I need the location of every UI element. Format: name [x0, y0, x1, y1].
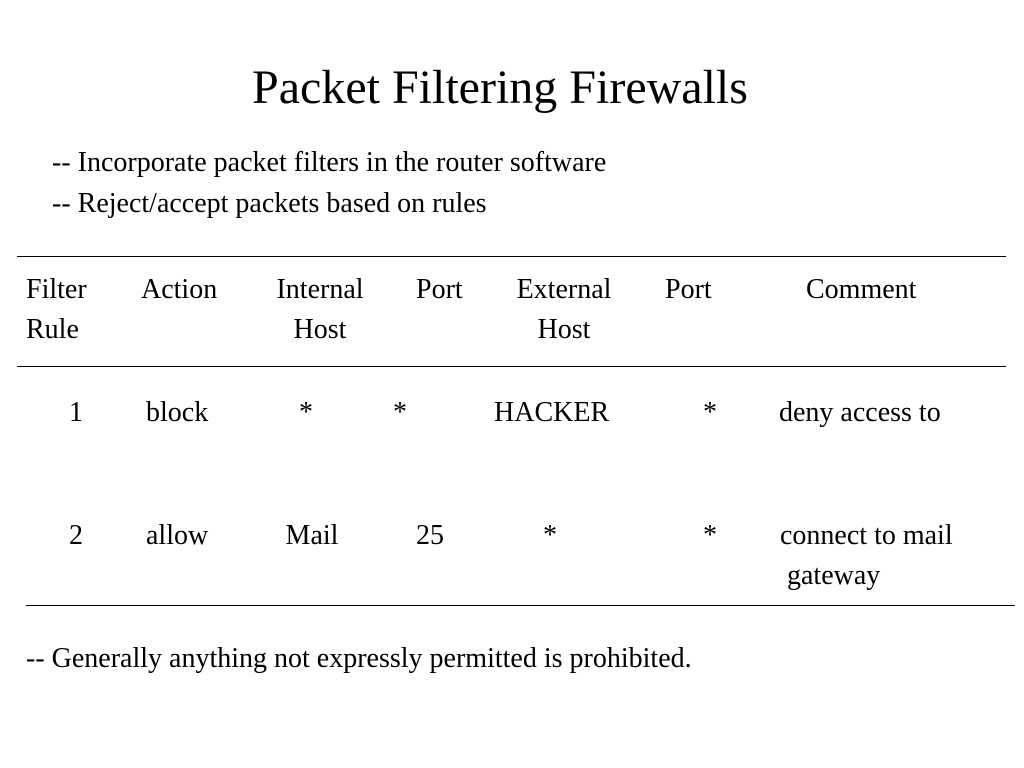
- header-filter-rule-line2: Rule: [26, 314, 79, 345]
- row-internal-port: 25: [416, 520, 444, 551]
- row-external-port: *: [703, 520, 717, 551]
- header-external-host-line2: Host: [537, 314, 591, 345]
- row-internal-host: *: [299, 397, 313, 428]
- row-action: block: [146, 397, 209, 428]
- row-external-host: *: [543, 520, 557, 551]
- header-internal-host: Internal Host: [262, 270, 378, 350]
- table-top-border: [17, 256, 1006, 257]
- bullet-item: -- Incorporate packet filters in the rou…: [52, 147, 607, 178]
- bullet-item: -- Reject/accept packets based on rules: [52, 188, 487, 219]
- header-external-port: Port: [665, 274, 712, 305]
- bullet-list: -- Incorporate packet filters in the rou…: [52, 142, 606, 224]
- header-internal-host-line1: Internal: [276, 274, 364, 305]
- row-rule-number: 2: [69, 520, 83, 551]
- row-comment-line1: deny access to: [779, 397, 941, 428]
- header-filter-rule: Filter Rule: [26, 270, 87, 350]
- header-external-host: External Host: [500, 270, 628, 350]
- row-comment: connect to mail gateway: [780, 516, 953, 596]
- header-filter-rule-line1: Filter: [26, 274, 87, 305]
- row-action: allow: [146, 520, 209, 551]
- table-header-border: [17, 366, 1006, 367]
- header-internal-host-line2: Host: [293, 314, 347, 345]
- row-external-port: *: [703, 397, 717, 428]
- header-internal-port: Port: [416, 274, 463, 305]
- header-external-host-line1: External: [516, 274, 612, 305]
- header-action: Action: [141, 274, 218, 305]
- row-comment-line2: gateway: [787, 560, 881, 591]
- row-rule-number: 1: [69, 397, 83, 428]
- footer-note: -- Generally anything not expressly perm…: [26, 643, 692, 674]
- row-external-host: HACKER: [494, 397, 610, 428]
- row-comment-line1: connect to mail: [780, 520, 953, 551]
- row-comment: deny access to: [779, 393, 941, 433]
- row-internal-host: Mail: [285, 520, 339, 551]
- slide-title: Packet Filtering Firewalls: [252, 61, 748, 114]
- table-bottom-border: [26, 605, 1015, 606]
- row-internal-port: *: [393, 397, 407, 428]
- header-comment: Comment: [806, 274, 917, 305]
